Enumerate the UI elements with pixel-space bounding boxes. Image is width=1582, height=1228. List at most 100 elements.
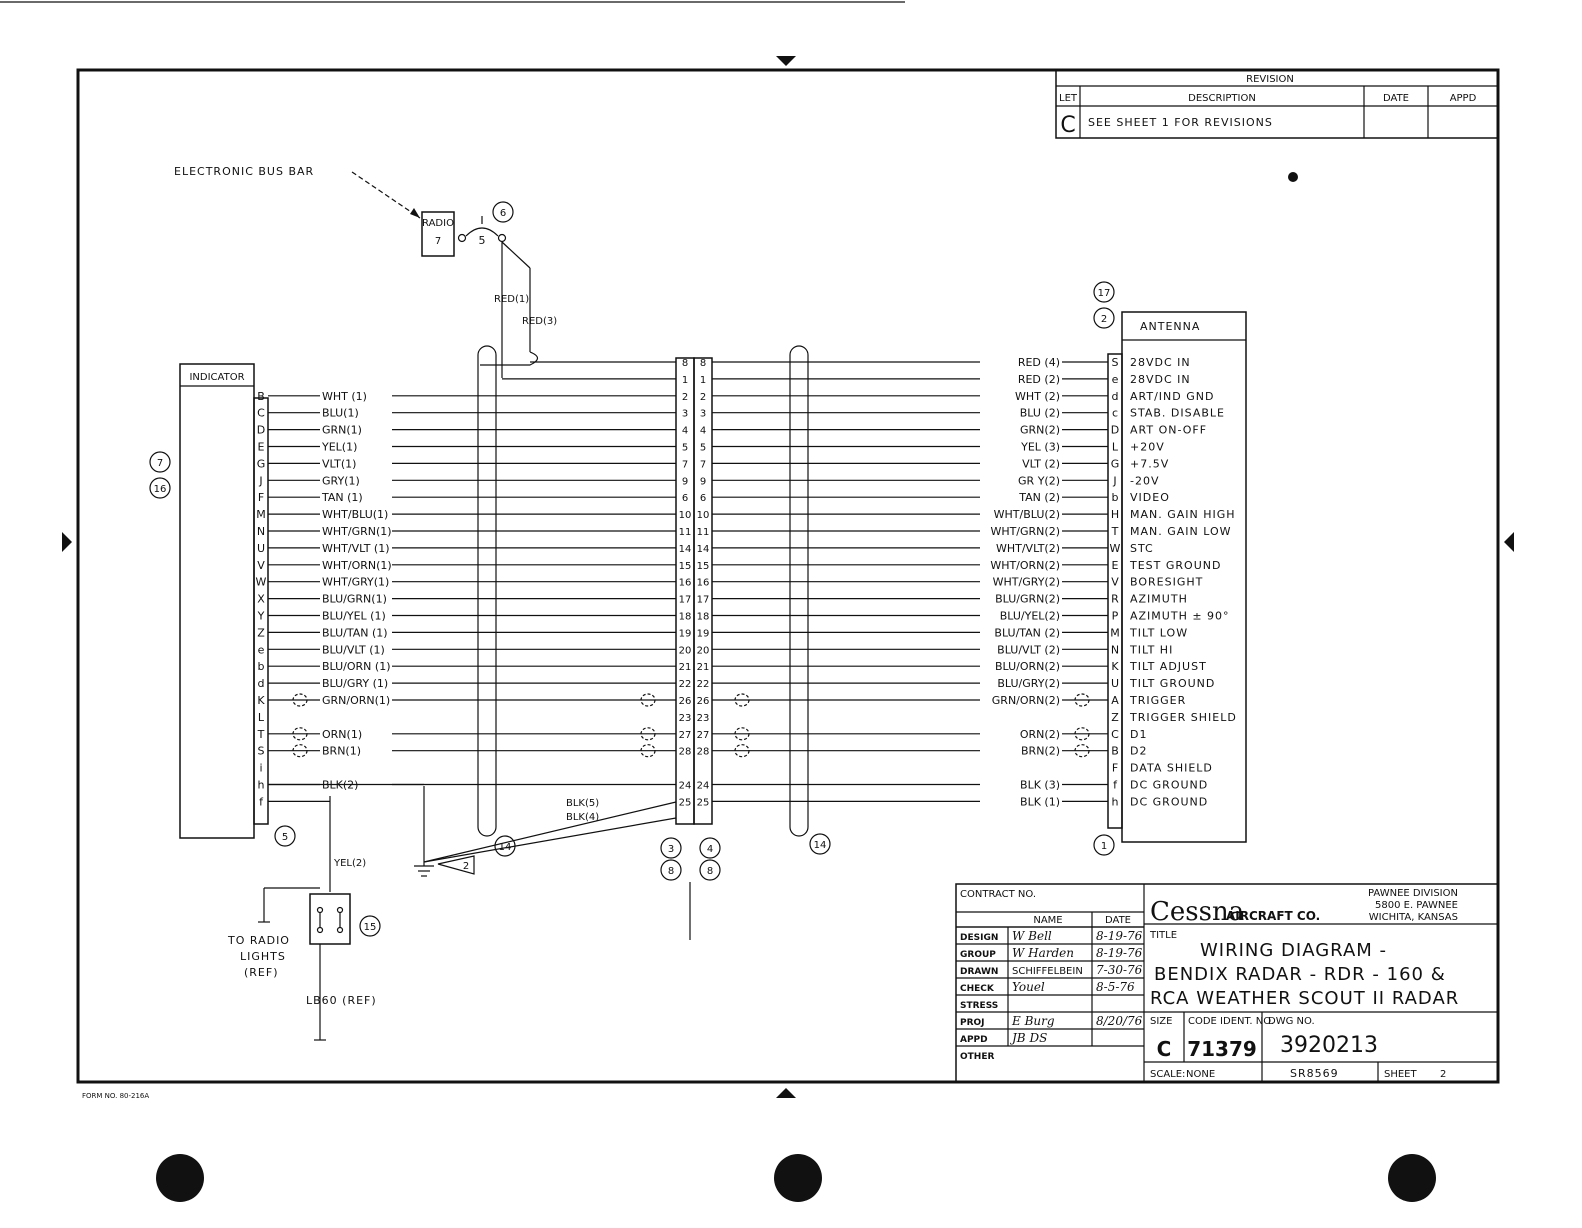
antenna-wire-label: BRN(2) [1021, 745, 1060, 758]
connector-pin-left: 11 [679, 527, 692, 538]
size-value: C [1157, 1037, 1172, 1061]
antenna-pin-function: ART/IND GND [1130, 390, 1214, 403]
ground-wire-blk5: BLK(5) [566, 798, 599, 809]
revision-block: REVISION LET DESCRIPTION DATE APPD C SEE… [1055, 69, 1499, 139]
indicator-wire-label: WHT/BLU(1) [322, 508, 388, 521]
indicator-wire-label: BLU/ORN (1) [322, 660, 391, 673]
connector-pin-right: 10 [697, 510, 710, 521]
indicator-pin: X [257, 593, 265, 606]
antenna-pin: R [1111, 593, 1119, 606]
connector-pin-left: 4 [682, 426, 688, 437]
connector-pin-left: 18 [679, 612, 692, 623]
form-number: FORM NO. 80-216A [82, 1092, 149, 1100]
connector-pin-left: 15 [679, 561, 692, 572]
indicator-wire-label: BLU/GRN(1) [322, 593, 387, 606]
indicator-wire-label: VLT(1) [322, 457, 356, 470]
sign-role: STRESS [960, 1001, 998, 1011]
code-ident-value: 71379 [1187, 1037, 1257, 1061]
indicator-wire-label: ORN(1) [322, 728, 362, 741]
connector-pin-right: 9 [700, 476, 706, 487]
to-radio-label-1: TO RADIO [227, 934, 290, 947]
antenna-pin-function: TRIGGER SHIELD [1129, 711, 1237, 724]
antenna-pin: V [1111, 576, 1119, 589]
indicator-wire-label: WHT/VLT (1) [322, 542, 390, 555]
sign-role: CHECK [960, 984, 995, 994]
ground-symbol: 2 BLK(5) BLK(4) [414, 786, 677, 877]
connector-pin-right: 26 [697, 696, 710, 707]
antenna-ref-2: 2 [1101, 314, 1107, 325]
antenna-pin: T [1111, 525, 1119, 538]
connector-pin-right: 7 [700, 459, 706, 470]
ground-ref: 2 [463, 861, 469, 872]
antenna-wire-label: RED (2) [1018, 373, 1060, 386]
indicator-pin: S [258, 745, 265, 758]
bus-bar-group: ELECTRONIC BUS BAR RADIO 7 5 6 RED(1) RE… [174, 165, 557, 378]
antenna-pin-function: DC GROUND [1130, 779, 1208, 792]
title-label: TITLE [1149, 930, 1177, 941]
revision-title: REVISION [1246, 74, 1294, 85]
company-logo: Cessna [1150, 897, 1244, 927]
revision-letter: C [1060, 113, 1075, 138]
shield-twist-icon [640, 727, 656, 741]
antenna-pin-function: STAB. DISABLE [1130, 407, 1225, 420]
indicator-pin: D [257, 424, 265, 437]
sign-role: OTHER [960, 1052, 994, 1062]
switch-wire-label: YEL(2) [333, 858, 366, 869]
connector-pin-right: 11 [697, 527, 710, 538]
indicator-wire-label: TAN (1) [321, 491, 363, 504]
connector-pin-left: 27 [679, 730, 692, 741]
antenna-pin: Z [1111, 711, 1119, 724]
switch-ref: 15 [364, 922, 377, 933]
revision-header-date: DATE [1383, 93, 1409, 104]
center-mark-bottom [776, 1088, 796, 1098]
antenna-pin: d [1112, 390, 1119, 403]
connector-pin-right: 22 [697, 679, 710, 690]
connector-pin-left: 8 [682, 358, 688, 369]
antenna-pin-function: STC [1130, 542, 1154, 555]
size-label: SIZE [1150, 1016, 1172, 1027]
sign-date: 8-19-76 [1096, 929, 1143, 943]
sr-number: SR8569 [1290, 1067, 1339, 1080]
antenna-pin-function: ART ON-OFF [1130, 424, 1207, 437]
connector-pin-right: 8 [700, 358, 706, 369]
punch-hole-center [774, 1154, 822, 1202]
antenna-pin: K [1111, 660, 1119, 673]
connector-pin-right: 18 [697, 612, 710, 623]
shield-ref-2: 14 [814, 840, 827, 851]
antenna-pin: S [1112, 356, 1119, 369]
division-line-1: PAWNEE DIVISION [1368, 888, 1458, 899]
antenna-pin: B [1111, 745, 1119, 758]
indicator-wire-label: YEL(1) [321, 441, 357, 454]
shield-twist-icon [734, 693, 750, 707]
antenna-wire-label: ORN(2) [1020, 728, 1060, 741]
sign-role: GROUP [960, 950, 996, 960]
antenna-pin: D [1111, 424, 1119, 437]
antenna-pin: N [1111, 643, 1119, 656]
antenna-wire-label: BLU (2) [1020, 407, 1060, 420]
to-radio-label-3: (REF) [244, 966, 279, 979]
sign-date: 8-5-76 [1096, 980, 1135, 994]
connector-pin-left: 10 [679, 510, 692, 521]
connector-pin-left: 21 [679, 662, 692, 673]
connector-pin-left: 17 [679, 595, 692, 606]
shield-twist-icon [292, 744, 308, 758]
antenna-label: ANTENNA [1140, 320, 1200, 333]
connector-pin-left: 2 [682, 392, 688, 403]
antenna-pin: f [1113, 779, 1118, 792]
indicator-wire-label: BLU/GRY (1) [322, 677, 388, 690]
antenna-pin-function: TILT ADJUST [1129, 660, 1207, 673]
antenna-ref-1: 17 [1098, 288, 1111, 299]
